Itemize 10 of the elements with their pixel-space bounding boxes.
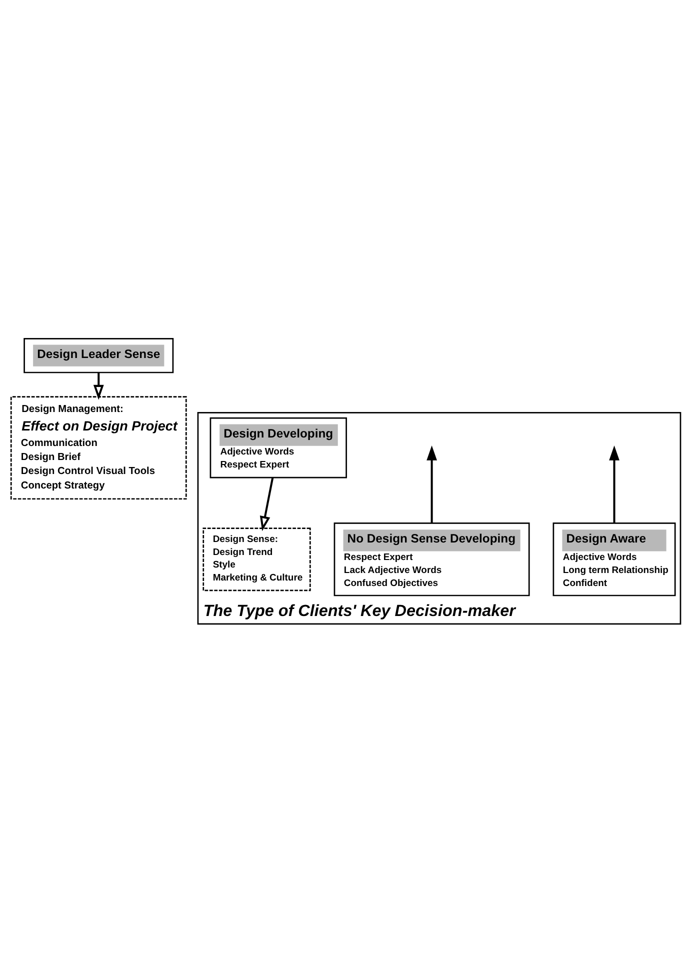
- node-box: Design Developing Adjective Words Respect Expert: [210, 417, 347, 478]
- arrow: [426, 446, 437, 523]
- node-box: Design Aware Adjective Words Long term Relationship Confident: [552, 522, 676, 596]
- node-box: Design Sense: Design Trend Style Marketing & Culture: [202, 528, 311, 592]
- arrow: [260, 478, 274, 532]
- node-box: Design Leader Sense: [24, 338, 174, 374]
- arrow: [93, 372, 104, 400]
- node-box: Design Management: Effect on Design Project Communication Design Brief Design Control Visual Tools Concept Strategy: [10, 396, 187, 500]
- node-box: No Design Sense Developing Respect Expert Lack Adjective Words Confused Objectives: [334, 522, 530, 596]
- arrow: [609, 446, 620, 523]
